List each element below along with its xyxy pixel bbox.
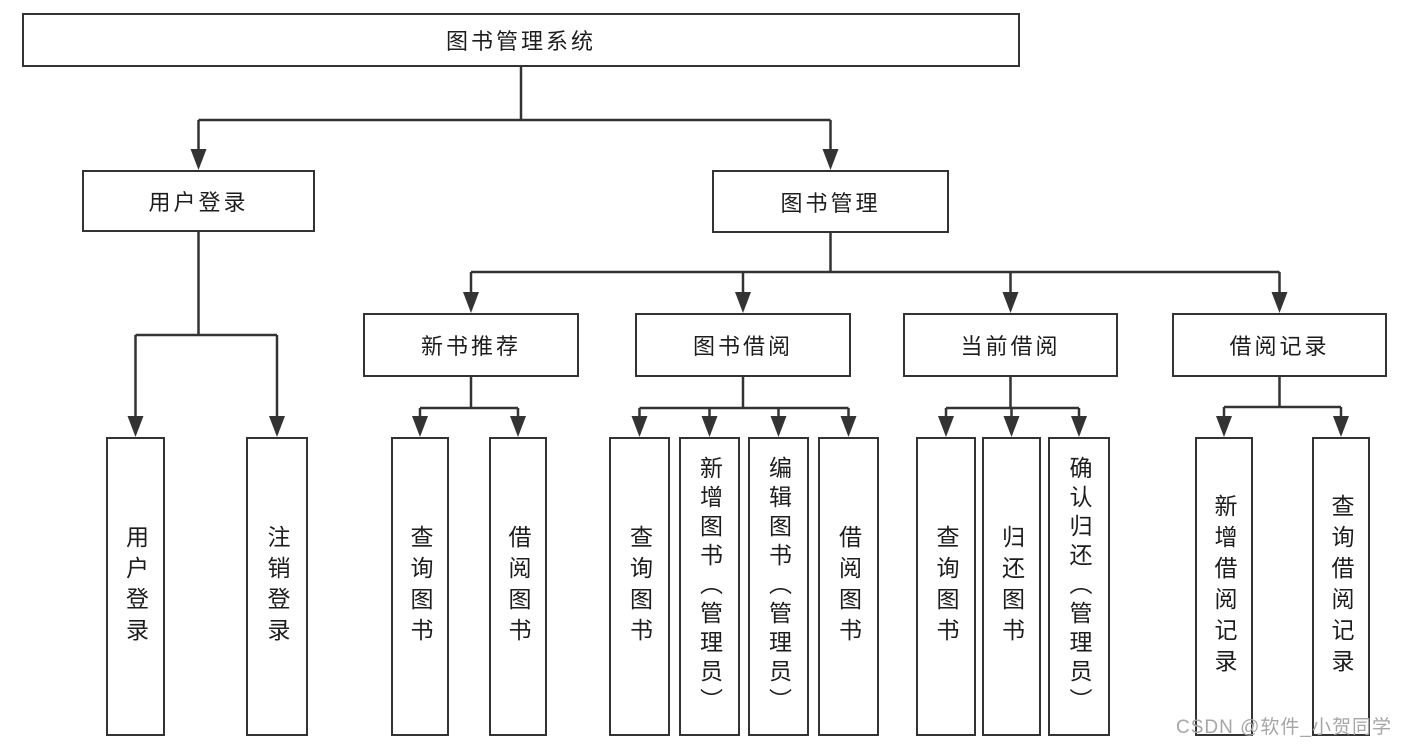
leaf-query-books-recommend: 查询图书: [391, 437, 449, 736]
leaf-borrow-books-borrowing: 借阅图书: [818, 437, 879, 736]
node-borrowing-records: 借阅记录: [1172, 313, 1387, 377]
node-library-management-system: 图书管理系统: [22, 13, 1020, 67]
leaf-query-books-current: 查询图书: [916, 437, 976, 736]
edge-root-to-level2: [197, 67, 832, 153]
node-book-borrowing: 图书借阅: [635, 313, 851, 377]
leaf-add-borrow-record: 新增借阅记录: [1195, 437, 1253, 736]
node-user-login: 用户登录: [82, 170, 315, 232]
leaf-query-borrow-record: 查询借阅记录: [1312, 437, 1370, 736]
leaf-logout: 注销登录: [246, 437, 308, 736]
edge-current-to-leaves: [944, 377, 1081, 421]
edge-records-to-leaves: [1222, 377, 1343, 421]
leaf-user-login: 用户登录: [106, 437, 165, 736]
arrowheads: [127, 149, 1349, 437]
leaf-add-books-admin: 新增图书（管理员）: [679, 437, 740, 736]
leaf-return-books: 归还图书: [982, 437, 1041, 736]
leaf-borrow-books-recommend: 借阅图书: [489, 437, 547, 736]
edge-userlogin-to-leaves: [134, 232, 279, 421]
leaf-edit-books-admin: 编辑图书（管理员）: [748, 437, 809, 736]
leaf-query-books-borrowing: 查询图书: [609, 437, 670, 736]
leaf-confirm-return-admin: 确认归还（管理员）: [1048, 437, 1110, 736]
node-current-borrowing: 当前借阅: [903, 313, 1118, 377]
node-book-management: 图书管理: [712, 170, 949, 233]
watermark: CSDN @软件_小贺同学: [1176, 717, 1392, 738]
edge-borrowing-to-leaves: [638, 377, 850, 421]
edge-recommend-to-leaves: [418, 377, 520, 421]
edge-bookmgmt-to-level3: [469, 233, 1281, 296]
node-new-book-recommendation: 新书推荐: [363, 313, 579, 377]
